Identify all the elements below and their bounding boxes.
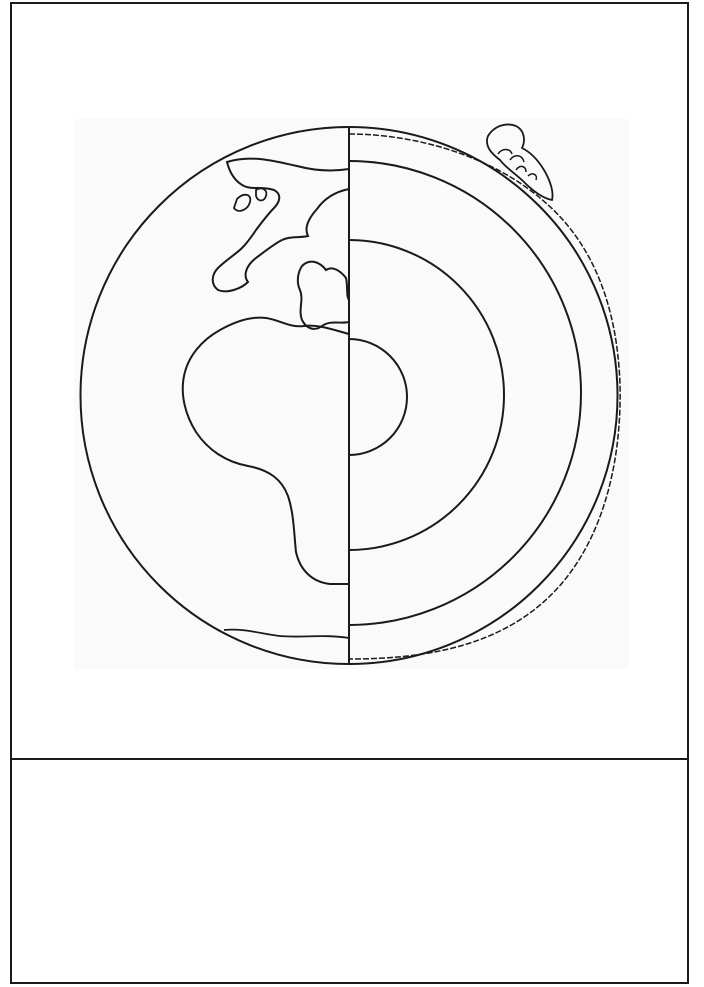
earth-cross-section-illustration [12,4,687,758]
illustration-background [74,119,629,669]
worksheet-table [10,2,689,984]
figure-cell [12,4,687,760]
answer-cell[interactable] [12,760,687,982]
